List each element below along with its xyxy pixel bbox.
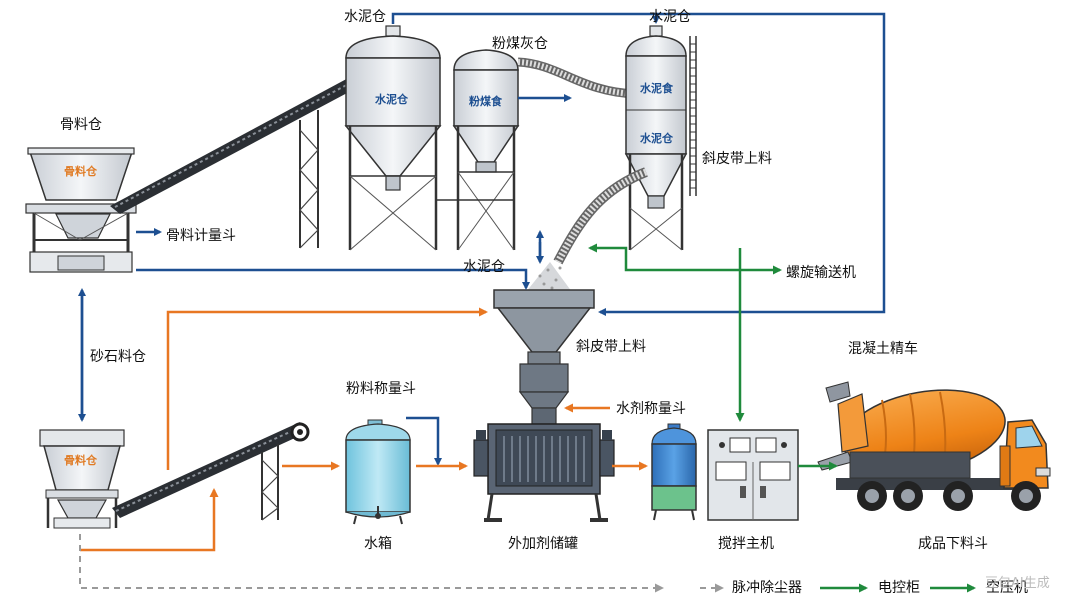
tag-bin-bottom: 骨料仓 — [64, 454, 97, 467]
label-powder-scale: 粉料称量斗 — [346, 381, 416, 397]
aggregate-conveyor-bottom — [112, 422, 310, 521]
label-incline-belt-right: 斜皮带上料 — [702, 151, 772, 167]
admixture-tank — [651, 423, 697, 521]
legend-control-cabinet: 电控柜 — [878, 580, 920, 596]
aggregate-bin-top — [25, 147, 137, 273]
orange-flow-lines — [80, 307, 648, 552]
label-mixer-truck: 混凝土精车 — [848, 341, 918, 357]
tag-bin-top: 骨料仓 — [64, 165, 97, 178]
label-cement-silo-top: 水泥仓 — [344, 9, 386, 25]
cement-silo-1 — [344, 25, 442, 251]
label-cement-mid: 水泥仓 — [463, 259, 505, 275]
label-screw-conveyor: 螺旋输送机 — [786, 265, 856, 281]
tag-silo-2: 粉煤食 — [469, 95, 502, 108]
label-water-agent-scale: 水剂称量斗 — [616, 401, 686, 417]
mixer-body — [473, 423, 615, 522]
screw-conveyor-hose — [553, 167, 648, 265]
label-aggregate-measure: 骨料计量斗 — [166, 228, 236, 244]
label-cement-silo-top-right: 水泥仓 — [649, 9, 691, 25]
mixer-truck — [817, 381, 1051, 511]
legend-air-compressor: 空压机 — [986, 580, 1028, 596]
control-cabinet — [707, 429, 799, 521]
aggregate-conveyor-top — [110, 72, 366, 249]
gray-dashed-line — [79, 534, 724, 593]
watermark: 豆包AI生成 — [985, 576, 1050, 591]
flyash-hose — [517, 57, 637, 99]
legend-dust-collector: 脉冲除尘器 — [732, 580, 802, 596]
label-gravel-bin: 砂石料仓 — [90, 349, 146, 365]
tag-silo-1: 水泥仓 — [375, 93, 408, 106]
powder-pile — [526, 262, 572, 292]
label-water-tank: 水箱 — [364, 536, 392, 552]
label-admixture-tank: 外加剂储罐 — [508, 536, 578, 552]
aggregate-bin-bottom — [39, 429, 125, 529]
blue-flow-lines — [78, 12, 886, 466]
label-mixer-main: 搅拌主机 — [718, 536, 774, 552]
label-aggregate-bin: 骨料仓 — [60, 117, 102, 133]
label-product-hopper: 成品下料斗 — [918, 536, 988, 552]
truck-wheels — [857, 481, 1041, 511]
central-hopper — [493, 289, 595, 425]
tag-silo-3-top: 水泥食 — [640, 82, 673, 95]
water-tank — [345, 419, 411, 525]
cement-silo-right — [624, 25, 697, 251]
green-flow-lines — [588, 243, 838, 471]
tag-silo-3-bottom: 水泥仓 — [640, 132, 673, 145]
label-incline-belt-center: 斜皮带上料 — [576, 339, 646, 355]
flyash-silo — [436, 49, 520, 251]
label-flyash-silo: 粉煤灰仓 — [492, 36, 548, 52]
